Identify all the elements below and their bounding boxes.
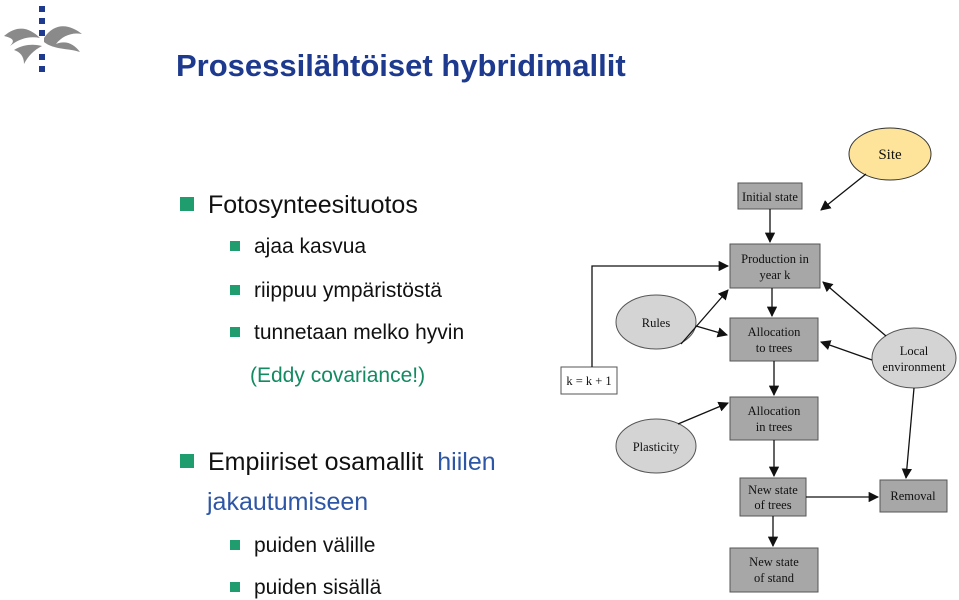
svg-text:of trees: of trees (754, 498, 791, 512)
bullet-square-icon (230, 285, 240, 295)
arrow-rules-allocation-to (695, 325, 728, 338)
k-increment-box (560, 366, 618, 395)
arrow-local-allocation (820, 340, 873, 361)
svg-text:Local: Local (900, 344, 929, 358)
svg-text:year k: year k (760, 268, 792, 282)
site-node (848, 127, 932, 181)
eddy-note: (Eddy covariance!) (250, 364, 426, 387)
production-box (729, 243, 821, 289)
allocation-to-trees-box (729, 317, 819, 362)
slide-title: Prosessilähtöiset hybridimallit (176, 48, 626, 83)
new-state-stand-box (729, 547, 819, 593)
bullet-label: Fotosynteesituotos (208, 191, 418, 219)
svg-text:to trees: to trees (756, 341, 793, 355)
svg-text:Production in: Production in (741, 252, 809, 266)
bullet-square-icon (230, 540, 240, 550)
bullet-square-icon (230, 582, 240, 592)
svg-text:of stand: of stand (754, 571, 795, 585)
svg-text:environment: environment (882, 360, 946, 374)
initial-state-box (737, 182, 803, 210)
local-environment-node (871, 327, 957, 389)
svg-text:Allocation: Allocation (748, 404, 802, 418)
allocation-in-trees-box (729, 396, 819, 441)
rules-node (615, 294, 697, 350)
bullet-empiiriset: Empiiriset osamallit hiilen (180, 448, 496, 477)
svg-text:Plasticity: Plasticity (633, 440, 680, 454)
removal-box (879, 479, 948, 513)
svg-text:Initial state: Initial state (742, 190, 798, 204)
svg-text:New state: New state (748, 483, 798, 497)
bullet-square-icon (230, 241, 240, 251)
svg-text:k = k + 1: k = k + 1 (566, 374, 611, 388)
arrow-plasticity-allocation-in (677, 401, 729, 425)
site-label: Site (878, 147, 902, 163)
bullet-square-icon (230, 327, 240, 337)
svg-text:New state: New state (749, 555, 799, 569)
bullet-square-icon (180, 454, 194, 468)
bullet-fotosynteesi: Fotosynteesituotos (180, 191, 418, 220)
sub-bullet: puiden sisällä (230, 576, 381, 600)
svg-text:in trees: in trees (756, 420, 793, 434)
plasticity-node (615, 418, 697, 474)
sub-bullet: puiden välille (230, 534, 375, 558)
arrow-local-removal (901, 387, 915, 480)
sub-bullet: tunnetaan melko hyvin (230, 321, 464, 345)
svg-text:Allocation: Allocation (748, 325, 802, 339)
svg-text:Removal: Removal (890, 489, 936, 503)
svg-text:Rules: Rules (642, 316, 671, 330)
arrow-site-initial (820, 173, 867, 211)
bullet-square-icon (180, 197, 194, 211)
sub-bullet: ajaa kasvua (230, 235, 366, 259)
flame-torch-logo-icon (4, 6, 82, 72)
arrow-local-production (822, 281, 887, 337)
sub-bullet: riippuu ympäristöstä (230, 279, 442, 303)
arrow-rules-allocation (680, 289, 729, 345)
bullet-empiiriset-cont: jakautumiseen (207, 488, 369, 516)
arrow-loop-k-production (591, 260, 730, 367)
